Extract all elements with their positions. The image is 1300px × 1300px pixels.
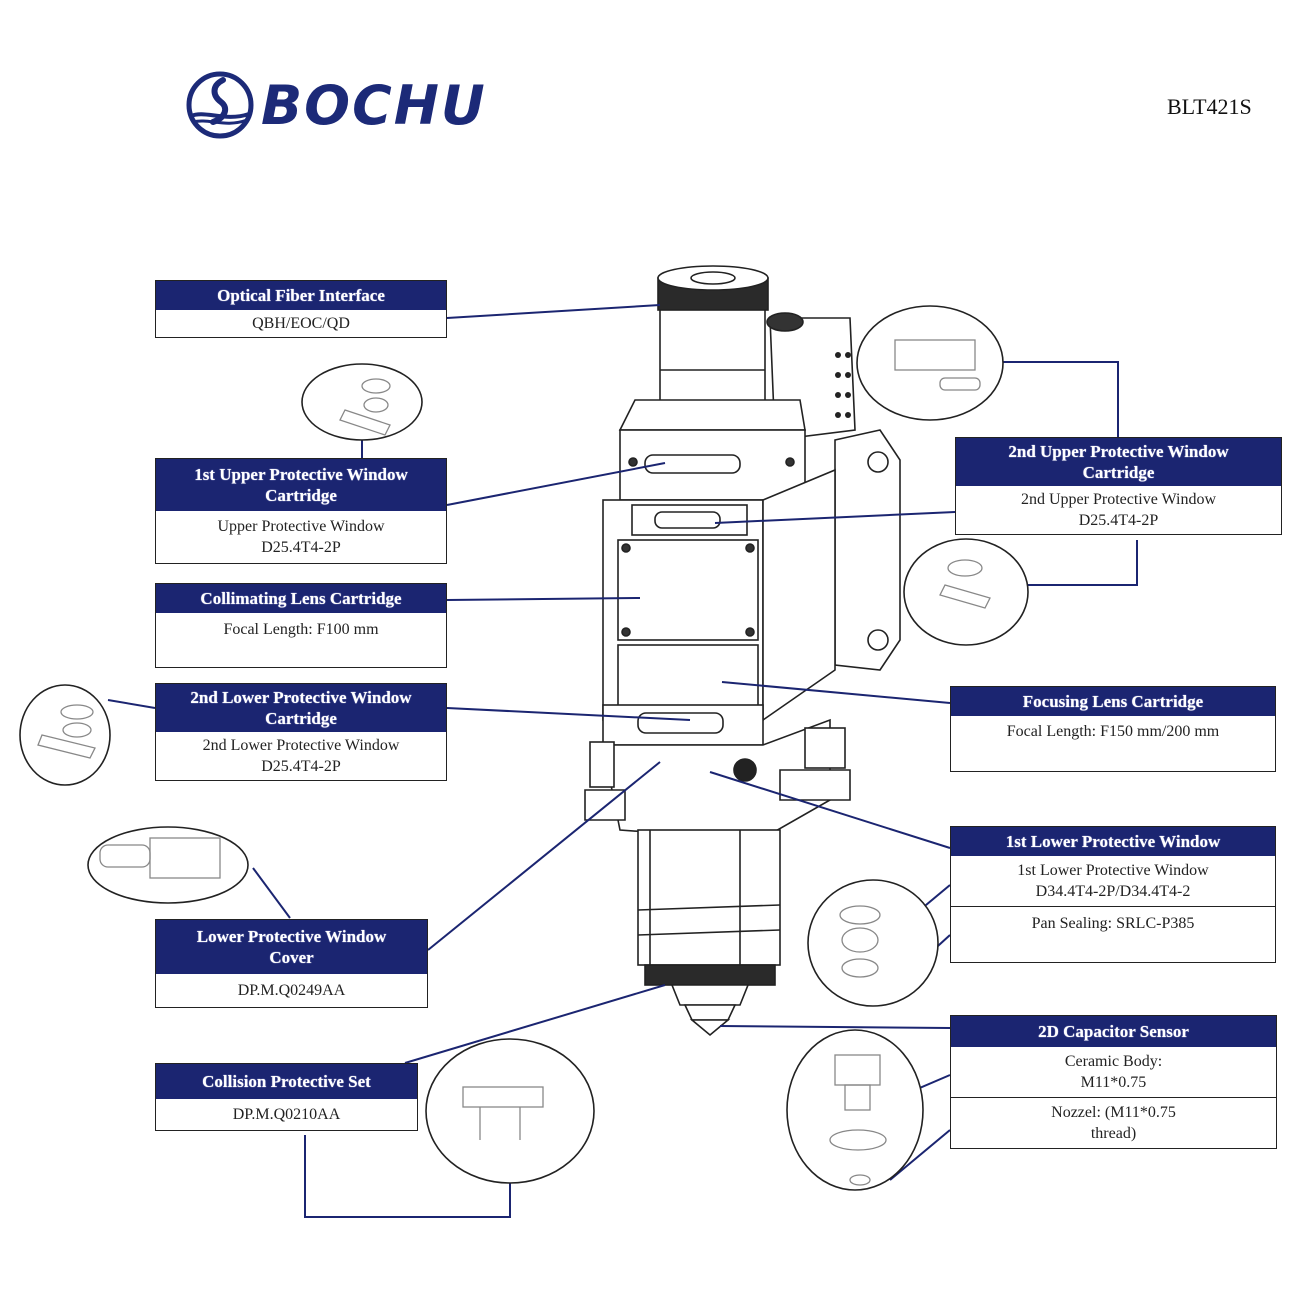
brand-name: BOCHU xyxy=(261,73,487,137)
callout-title: Optical Fiber Interface xyxy=(156,281,446,310)
callout-collimating-lens-cartridge: Collimating Lens Cartridge Focal Length:… xyxy=(155,583,447,668)
callout-title: Collimating Lens Cartridge xyxy=(156,584,446,613)
callout-lower-protective-window-cover: Lower Protective Window Cover DP.M.Q0249… xyxy=(155,919,428,1008)
callout-title: 1st Upper Protective Window Cartridge xyxy=(156,459,446,511)
callout-title: 2nd Upper Protective Window Cartridge xyxy=(956,438,1281,486)
right-fitting xyxy=(804,727,846,769)
callout-first-upper-protective-window-cartridge: 1st Upper Protective Window Cartridge Up… xyxy=(155,458,447,564)
callout-value: Focal Length: F100 mm xyxy=(223,621,379,638)
callout-value: Focal Length: F150 mm/200 mm xyxy=(1006,723,1220,740)
callout-value: DP.M.Q0210AA xyxy=(232,1106,341,1123)
mount-bracket xyxy=(834,429,901,671)
bracket-hole xyxy=(867,451,889,473)
callout-title: Lower Protective Window Cover xyxy=(156,920,427,974)
laser-head-drawing xyxy=(584,265,901,1037)
callout-value: DP.M.Q0249AA xyxy=(237,982,346,999)
nozzle-tip xyxy=(689,1019,731,1037)
callout-optical-fiber-interface: Optical Fiber Interface QBH/EOC/QD xyxy=(155,280,447,338)
callout-value-sealing: Pan Sealing: SRLC-P385 xyxy=(951,906,1275,962)
detail-circle-second-upper-window-part xyxy=(903,538,1029,646)
lower-knob xyxy=(733,758,757,782)
callout-two-d-capacitor-sensor: 2D Capacitor Sensor Ceramic Body: M11*0.… xyxy=(950,1015,1277,1149)
callout-title: 1st Lower Protective Window xyxy=(951,827,1275,856)
callout-collision-protective-set: Collision Protective Set DP.M.Q0210AA xyxy=(155,1063,418,1131)
callout-value: Upper Protective Window D25.4T4-2P xyxy=(217,518,385,556)
detail-circle-first-upper-window xyxy=(301,363,423,441)
callout-value: 2nd Upper Protective Window D25.4T4-2P xyxy=(1020,491,1217,529)
callout-title: 2D Capacitor Sensor xyxy=(951,1016,1276,1047)
callout-first-lower-protective-window: 1st Lower Protective Window 1st Lower Pr… xyxy=(950,826,1276,963)
left-fitting xyxy=(589,741,615,788)
detail-circle-collision-set xyxy=(425,1038,595,1184)
callout-value: QBH/EOC/QD xyxy=(252,315,350,332)
callout-value: 2nd Lower Protective Window D25.4T4-2P xyxy=(202,737,400,775)
callout-title: Collision Protective Set xyxy=(156,1064,417,1099)
detail-circle-lower-window-cover xyxy=(87,826,249,904)
callout-value-window: 1st Lower Protective Window D34.4T4-2P/D… xyxy=(1017,862,1209,900)
bochu-emblem-icon xyxy=(186,71,254,139)
callout-value-nozzle: Nozzel: (M11*0.75 thread) xyxy=(951,1097,1276,1148)
callout-second-upper-protective-window-cartridge: 2nd Upper Protective Window Cartridge 2n… xyxy=(955,437,1282,535)
model-number: BLT421S xyxy=(1167,94,1252,119)
collimating-cover xyxy=(617,539,759,641)
detail-circle-second-lower-window xyxy=(19,684,111,786)
lower-cylinder xyxy=(637,829,781,966)
detail-circle-first-lower-window xyxy=(807,879,939,1007)
callout-focusing-lens-cartridge: Focusing Lens Cartridge Focal Length: F1… xyxy=(950,686,1276,772)
bochu-logo: BOCHU xyxy=(185,70,487,140)
bracket-hole xyxy=(867,629,889,651)
callout-title: 2nd Lower Protective Window Cartridge xyxy=(156,684,446,732)
focusing-cover xyxy=(617,644,759,711)
fiber-cylinder xyxy=(659,299,766,411)
callout-title: Focusing Lens Cartridge xyxy=(951,687,1275,716)
callout-second-lower-protective-window-cartridge: 2nd Lower Protective Window Cartridge 2n… xyxy=(155,683,447,781)
fiber-port xyxy=(690,271,736,285)
gas-cap xyxy=(766,312,804,332)
detail-circle-second-upper-window xyxy=(856,305,1004,421)
knurled-ring xyxy=(644,964,776,986)
callout-value-ceramic-body: Ceramic Body: M11*0.75 xyxy=(1064,1053,1163,1091)
